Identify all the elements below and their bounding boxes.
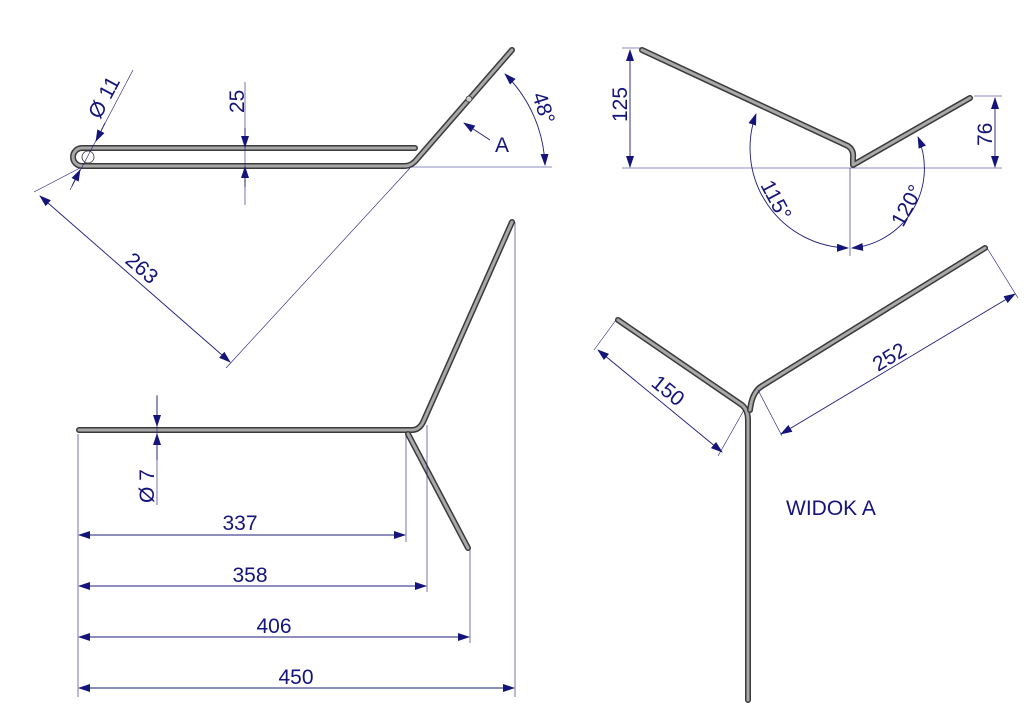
- rod-front: [76, 219, 515, 551]
- front-view: Ø 7 337 358 406 450: [76, 219, 516, 697]
- dim-450-label: 450: [278, 666, 313, 689]
- dim-gap-label: 25: [226, 90, 249, 113]
- dim-358-label: 358: [232, 564, 267, 587]
- top-view: 125 76 115° 120°: [609, 47, 1002, 256]
- dim-406-label: 406: [256, 615, 291, 638]
- view-a: 150 252 WIDOK A: [593, 245, 1019, 703]
- angle-120-arc: [851, 136, 926, 251]
- angle-115-label: 115°: [756, 177, 796, 225]
- angle-48-arc: [504, 73, 549, 166]
- dim-125-label: 125: [609, 87, 632, 122]
- dim-252-label: 252: [869, 339, 911, 377]
- angle-115-arc: [748, 113, 849, 252]
- dim-rod-diameter-label: Ø 7: [136, 469, 159, 503]
- dim-76-label: 76: [974, 123, 997, 146]
- angle-48-label: 48°: [527, 89, 559, 126]
- side-view: 25 Ø 11 48° A 263: [33, 47, 559, 369]
- view-a-arrow: [463, 122, 491, 141]
- view-a-title: WIDOK A: [786, 497, 876, 520]
- dim-252-line: [780, 293, 1016, 435]
- rod-side: [70, 47, 515, 169]
- view-a-marker: A: [495, 134, 509, 157]
- rod-view-a: [615, 245, 988, 703]
- dim-150-label: 150: [647, 371, 689, 411]
- dim-337-label: 337: [222, 512, 257, 535]
- dim-263-label: 263: [121, 248, 163, 288]
- dim-263-line: [39, 195, 231, 363]
- rod-top: [639, 47, 973, 168]
- dim-hole-label: Ø 11: [84, 73, 125, 123]
- dim-150-line: [597, 349, 723, 453]
